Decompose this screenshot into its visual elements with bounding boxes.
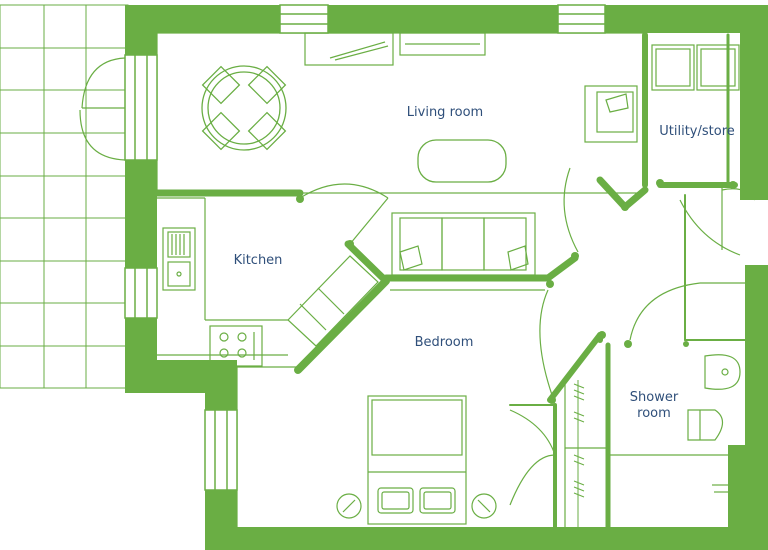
tv-unit xyxy=(399,32,486,56)
coffee-table xyxy=(417,139,507,183)
shower-room-label: Shower room xyxy=(618,390,690,422)
wardrobe-rails xyxy=(573,380,585,527)
shower-fixtures xyxy=(687,354,741,493)
dining-table xyxy=(201,65,287,151)
armchair xyxy=(584,85,638,143)
outer-walls xyxy=(125,5,768,550)
shower-room-label-line1: Shower xyxy=(629,390,679,405)
doors xyxy=(79,57,756,506)
bedroom-label: Bedroom xyxy=(414,335,474,350)
terrace-grid xyxy=(0,4,129,389)
kitchen-hob xyxy=(209,325,263,367)
utility-appliances xyxy=(651,44,740,91)
sofa xyxy=(391,212,536,276)
bedside-lamps xyxy=(336,493,497,519)
kitchen-sink xyxy=(162,227,196,291)
windows xyxy=(124,4,606,491)
kitchen-units xyxy=(287,255,379,347)
door-hinges xyxy=(296,179,737,404)
shower-room-label-line2: room xyxy=(637,406,671,421)
kitchen-label: Kitchen xyxy=(233,253,283,268)
sideboard xyxy=(304,32,394,66)
utility-store-label: Utility/store xyxy=(659,124,735,139)
living-room-label: Living room xyxy=(406,105,484,120)
double-bed xyxy=(367,395,467,525)
